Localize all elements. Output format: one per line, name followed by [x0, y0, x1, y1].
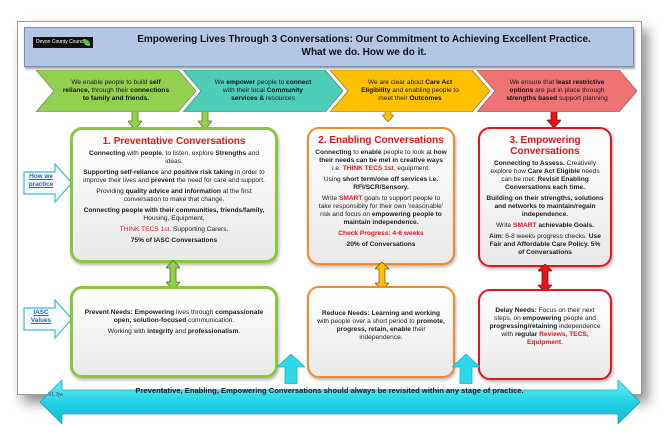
chevron-text: We are clear about Care Act Eligibility … [361, 79, 459, 102]
title-line-2: What we do. How we do it. [301, 47, 427, 58]
how-we-practice-callout: How we practice [23, 162, 73, 208]
amber-double-arrow-icon [375, 262, 389, 290]
empowering-p3: Write SMART achievable Goals. [495, 222, 595, 229]
reduce-needs-text: Reduce Needs: Learning and working with … [317, 310, 445, 341]
preventative-conversations-box: 1. Preventative Conversations Connecting… [70, 127, 278, 263]
preventative-p4: Connecting people with their communities… [83, 207, 265, 222]
prevent-needs-box: Prevent Needs: Empowering lives through … [70, 286, 278, 378]
chevron-shape [183, 70, 343, 112]
chevron-community: We empower people to connect with their … [183, 70, 343, 112]
preventative-p1: Connecting with people, to listen, explo… [88, 150, 260, 165]
enabling-share: 20% of Conversations [346, 241, 416, 248]
chevron-shape [36, 70, 196, 112]
header-banner: Devon County Council Empowering Lives Th… [24, 27, 634, 67]
chevron-least-restrictive: We ensure that least restrictive options… [477, 70, 637, 112]
leaf-icon [83, 39, 90, 46]
version-label: V1.7jw [48, 392, 64, 398]
how-we-practice-link[interactable]: How we practice [28, 173, 54, 188]
prevent-needs-text: Prevent Needs: Empowering lives through … [84, 309, 264, 324]
title-line-1: Empowering Lives Through 3 Conversations… [137, 34, 591, 45]
red-down-arrow-icon [547, 110, 561, 128]
logo-text: Devon County Council [36, 39, 86, 45]
chevron-self-reliance: We enable people to build self reliance,… [36, 70, 196, 112]
enabling-p3: Write SMART goals to support people to t… [318, 195, 444, 226]
chevron-shape [477, 70, 637, 112]
delay-needs-box: Delay Needs: Focus on their next steps, … [478, 289, 612, 380]
enabling-p1: Connecting to enable people to look at h… [315, 149, 447, 172]
chevron-shape [330, 70, 490, 112]
reduce-needs-box: Reduce Needs: Learning and working with … [307, 286, 455, 378]
revisit-banner-arrow-icon [40, 380, 640, 424]
green-double-arrow-icon [166, 260, 180, 290]
enabling-conversations-box: 2. Enabling Conversations Connecting to … [307, 127, 455, 265]
enabling-heading: 2. Enabling Conversations [318, 135, 444, 146]
chevron-text: We empower people to connect with their … [214, 79, 312, 102]
cyan-up-arrow-icon [452, 354, 480, 384]
empowering-conversations-box: 3. Empowering Conversations Connecting t… [478, 127, 612, 267]
revisit-banner-text: Preventative, Enabling, Empowering Conve… [135, 386, 524, 395]
enabling-p2: Using short term/one off services i.e. R… [323, 176, 439, 191]
preventative-p2: Supporting self-reliance and positive ri… [83, 169, 265, 184]
delay-needs-text: Delay Needs: Focus on their next steps, … [489, 307, 601, 346]
empowering-p1: Connecting to Assess. Creatively explore… [490, 160, 600, 191]
callout-arrow-shape [23, 162, 73, 204]
preventative-p5: THINK TECS 1st. Supporting Carers. [119, 226, 229, 233]
chevron-text: We enable people to build self reliance,… [62, 79, 170, 102]
iasc-values-callout: IASC Values [23, 298, 73, 344]
empowering-p4: Aim: 6-8 weeks progress checks. Use Fair… [489, 233, 601, 256]
preventative-p3: Providing quality advice and information… [96, 188, 252, 203]
empowering-heading: 3. Empowering Conversations [509, 135, 581, 157]
chevron-eligibility: We are clear about Care Act Eligibility … [330, 70, 490, 112]
chevron-text: We ensure that least restrictive options… [506, 79, 608, 102]
preventative-share: 75% of IASC Conversations [130, 237, 218, 244]
poster-page: Devon County Council Empowering Lives Th… [17, 21, 642, 424]
red-double-arrow-icon [538, 264, 552, 292]
enabling-check-progress: Check Progress: 4-6 weeks [338, 230, 424, 237]
empowering-p2: Building on their strengths, solutions a… [486, 195, 604, 218]
callout-arrow-shape [23, 298, 73, 340]
council-logo: Devon County Council [33, 37, 93, 48]
iasc-values-link[interactable]: IASC Values [30, 309, 52, 324]
page-title: Empowering Lives Through 3 Conversations… [105, 33, 623, 59]
integrity-text: Working with integrity and professionali… [107, 328, 241, 335]
preventative-heading: 1. Preventative Conversations [102, 136, 246, 147]
cyan-up-arrow-icon [277, 354, 305, 384]
